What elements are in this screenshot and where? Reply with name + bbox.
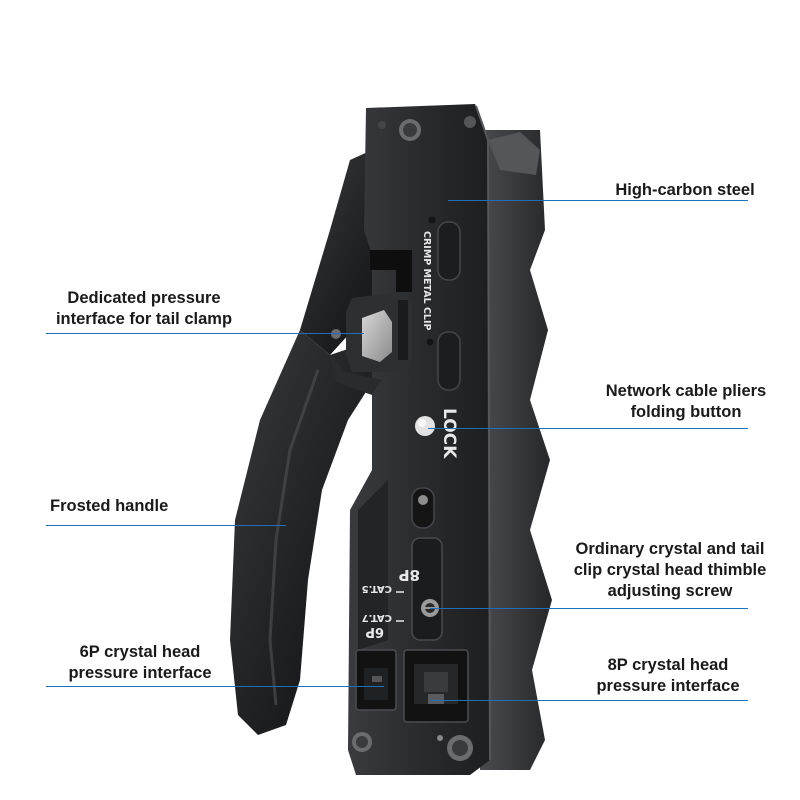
label-tail-clamp-line-1: Dedicated pressure: [67, 289, 221, 307]
label-folding-button-line-1: Network cable pliers: [605, 382, 767, 400]
label-frosted-handle-text: Frosted handle: [50, 497, 169, 515]
leader-6p: [46, 686, 384, 687]
folding-button-dot: [415, 416, 435, 436]
leader-frosted-handle: [46, 525, 286, 526]
label-6p-interface: 6P crystal head pressure interface: [50, 642, 230, 684]
wavy-grip: [480, 130, 552, 770]
label-thimble-screw: Ordinary crystal and tail clip crystal h…: [552, 539, 788, 602]
leader-8p: [430, 700, 748, 701]
label-folding-button: Network cable pliers folding button: [580, 381, 792, 423]
label-tail-clamp-line-2: interface for tail clamp: [55, 310, 233, 328]
label-8p-interface: 8P crystal head pressure interface: [576, 655, 760, 697]
label-high-carbon-steel: High-carbon steel: [590, 180, 780, 201]
label-8p-line-2: pressure interface: [596, 677, 740, 695]
handle: [230, 330, 380, 735]
lock-marking: LOCK: [439, 408, 459, 459]
label-6p-line-1: 6P crystal head: [79, 643, 201, 661]
p6-marking: 6P: [365, 624, 384, 639]
label-thimble-screw-line-3: adjusting screw: [607, 582, 733, 600]
cat7-marking: CAT.7: [362, 612, 392, 623]
leader-folding-button: [428, 428, 748, 429]
label-6p-line-2: pressure interface: [68, 664, 212, 682]
label-thimble-screw-line-1: Ordinary crystal and tail: [575, 540, 765, 558]
leader-thimble-screw: [430, 608, 748, 609]
leader-high-carbon-steel: [448, 200, 748, 201]
label-tail-clamp-interface: Dedicated pressure interface for tail cl…: [38, 288, 250, 330]
label-frosted-handle: Frosted handle: [50, 496, 168, 517]
label-thimble-screw-line-2: clip crystal head thimble: [573, 561, 767, 579]
crimp-metal-clip-marking: CRIMP METAL CLIP: [421, 231, 432, 331]
p8-marking: 8P: [399, 566, 420, 584]
leader-tail-clamp: [46, 333, 364, 334]
label-8p-line-1: 8P crystal head: [607, 656, 729, 674]
cat5-marking: CAT.5: [362, 583, 392, 594]
label-folding-button-line-2: folding button: [630, 403, 742, 421]
label-high-carbon-steel-text: High-carbon steel: [615, 181, 755, 199]
